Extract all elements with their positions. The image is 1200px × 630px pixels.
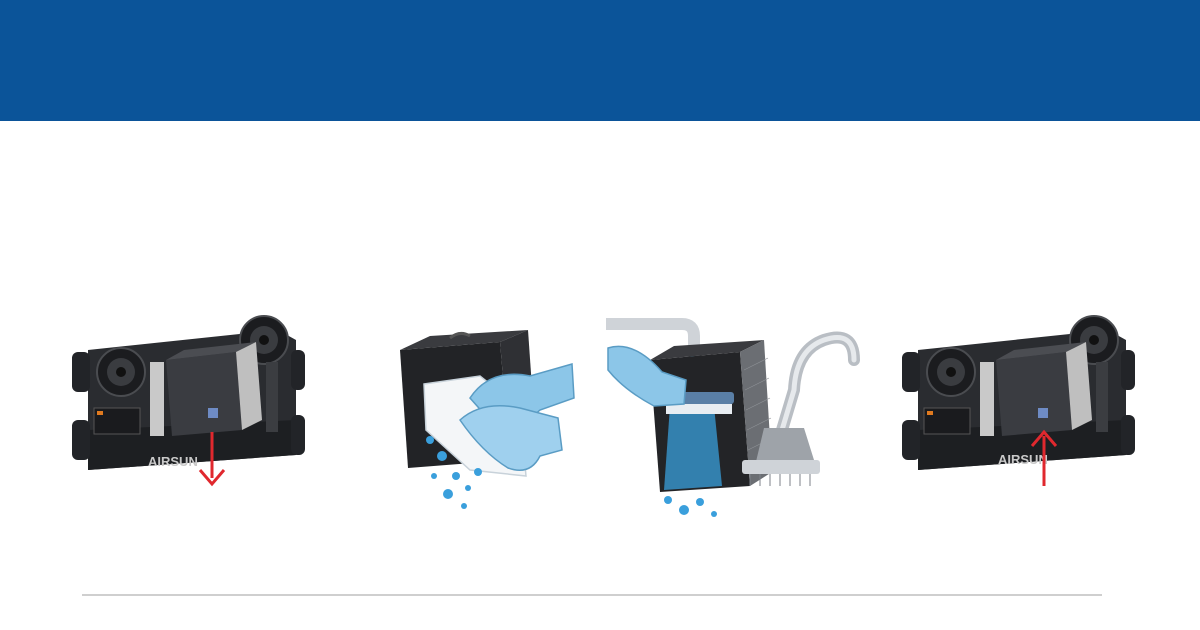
unit-arrow-down-icon: AIRSUN (72, 315, 305, 487)
faucet-brush-vacuum-icon (606, 318, 860, 517)
brand-label: AIRSUN (148, 454, 198, 469)
brand-label: AIRSUN (998, 452, 1048, 467)
bottom-divider (82, 594, 1102, 596)
step-rinse-core (604, 300, 866, 540)
step-wipe-core (390, 280, 580, 520)
gloved-hands-wiping-icon (400, 330, 575, 509)
top-banner (0, 0, 1200, 121)
step-remove-core: AIRSUN (66, 280, 306, 520)
step-reinsert-core: AIRSUN (896, 280, 1136, 520)
unit-arrow-up-icon: AIRSUN (902, 315, 1135, 486)
